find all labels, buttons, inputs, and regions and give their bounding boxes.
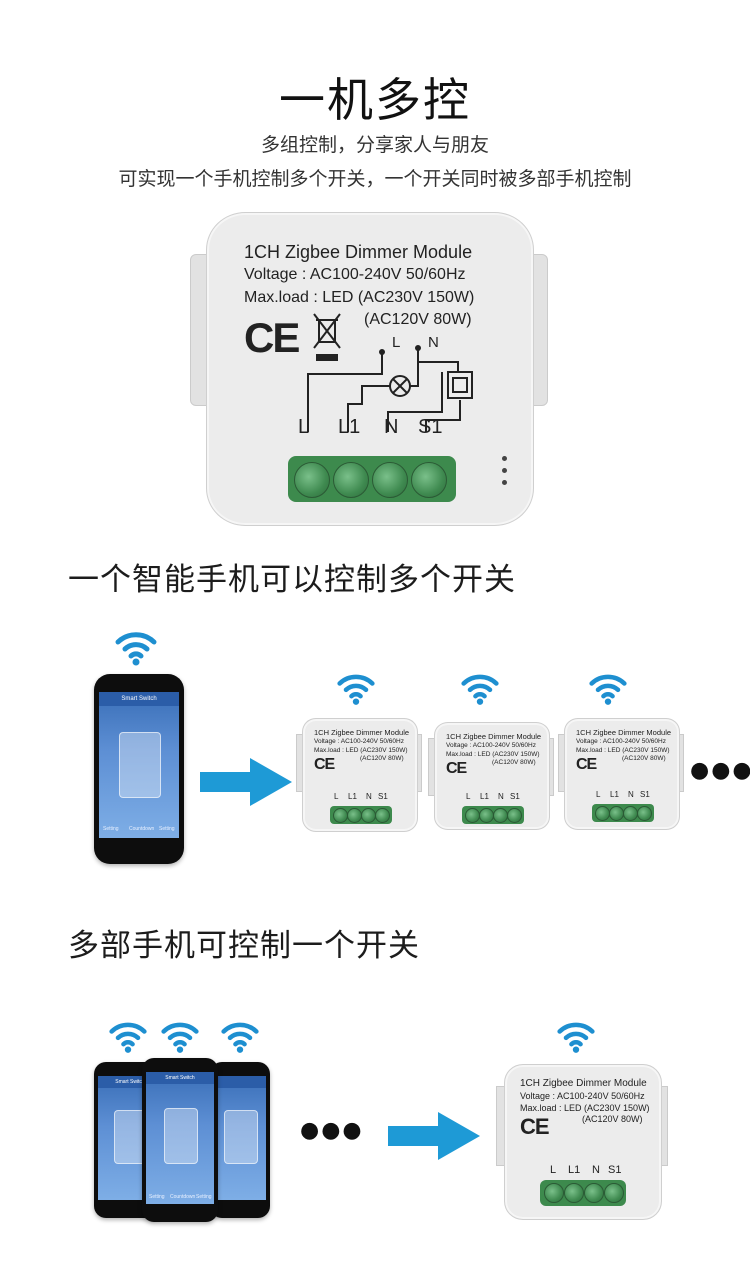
- ce-mark-icon: CE: [314, 756, 335, 773]
- screw: [333, 462, 369, 498]
- ce-mark-icon: CE: [244, 314, 300, 361]
- dimmer-module-large: 1CH Zigbee Dimmer Module Voltage : AC100…: [190, 212, 548, 526]
- terminal-label: L: [550, 1164, 557, 1176]
- terminal-label-n: N: [384, 416, 399, 438]
- terminal-label: L1: [348, 792, 357, 801]
- module-voltage: Voltage : AC100-240V 50/60Hz: [314, 738, 404, 745]
- module-maxload: Max.load : LED (AC230V 150W): [244, 289, 475, 306]
- app-title: Smart Switch: [99, 692, 179, 706]
- tab-label: Setting: [196, 1194, 212, 1200]
- module-maxload-2: (AC120V 80W): [360, 755, 404, 762]
- terminal-label: L1: [480, 792, 489, 801]
- page-title: 一机多控: [279, 73, 471, 127]
- smartphone: [210, 1062, 270, 1218]
- terminal-label: S1: [378, 792, 388, 801]
- top-label-l: L: [392, 334, 401, 351]
- wiring-diagram: [307, 345, 473, 432]
- terminal-label-l: L: [298, 416, 310, 438]
- module-maxload: Max.load : LED (AC230V 150W): [520, 1103, 650, 1113]
- module-name: 1CH Zigbee Dimmer Module: [244, 242, 473, 262]
- ce-mark-icon: CE: [576, 756, 597, 773]
- terminal-label-l1: L1: [338, 416, 361, 438]
- subtitle-2: 可实现一个手机控制多个开关，一个开关同时被多部手机控制: [118, 168, 632, 190]
- terminal-label: L: [596, 790, 601, 799]
- arrow-right-icon: [388, 1112, 480, 1160]
- screw: [372, 462, 408, 498]
- terminal-label: L1: [610, 790, 619, 799]
- tab-label: Setting: [149, 1194, 165, 1200]
- terminal-label: L1: [568, 1164, 581, 1176]
- screw: [411, 462, 447, 498]
- module-name: 1CH Zigbee Dimmer Module: [576, 728, 672, 737]
- module-maxload-2: (AC120V 80W): [622, 755, 666, 762]
- section-2-heading: 多部手机可控制一个开关: [68, 928, 420, 964]
- weee-bin-icon: [313, 313, 341, 361]
- module-name: 1CH Zigbee Dimmer Module: [314, 728, 410, 737]
- module-body: [206, 212, 534, 526]
- dimmer-module-medium: 1CH Zigbee Dimmer Module Voltage : AC100…: [496, 1064, 668, 1220]
- module-maxload-2: (AC120V 80W): [582, 1114, 643, 1124]
- terminal-label: L: [334, 792, 339, 801]
- wifi-icon: [557, 1022, 595, 1053]
- wifi-icon: [337, 674, 375, 705]
- tab-label: Countdown: [129, 826, 155, 832]
- module-voltage: Voltage : AC100-240V 50/60Hz: [520, 1091, 645, 1101]
- terminal-label: S1: [510, 792, 520, 801]
- module-voltage: Voltage : AC100-240V 50/60Hz: [244, 266, 466, 283]
- indicator-dot: [502, 480, 507, 485]
- terminal-label: N: [592, 1164, 600, 1176]
- module-voltage: Voltage : AC100-240V 50/60Hz: [576, 738, 666, 745]
- tab-label: Setting: [159, 826, 175, 832]
- tab-label: Countdown: [170, 1194, 196, 1200]
- module-maxload-2: (AC120V 80W): [364, 311, 472, 328]
- terminal-label: S1: [608, 1164, 622, 1176]
- top-label-n: N: [428, 334, 439, 351]
- wifi-icon: [115, 632, 157, 666]
- wifi-icon: [461, 674, 499, 705]
- ce-mark-icon: CE: [520, 1114, 550, 1139]
- tab-label: Setting: [103, 826, 119, 832]
- module-maxload: Max.load : LED (AC230V 150W): [576, 747, 670, 754]
- indicator-dot: [502, 456, 507, 461]
- arrow-right-icon: [200, 758, 292, 806]
- indicator-dot: [502, 468, 507, 473]
- module-name: 1CH Zigbee Dimmer Module: [520, 1078, 647, 1089]
- ce-mark-icon: CE: [446, 760, 467, 777]
- wifi-icon: [161, 1022, 199, 1053]
- module-maxload: Max.load : LED (AC230V 150W): [314, 747, 408, 754]
- dimmer-module-small: 1CH Zigbee Dimmer Module Voltage : AC100…: [296, 718, 422, 832]
- more-ellipsis: ●●●: [690, 758, 750, 783]
- terminal-label: S1: [640, 790, 650, 799]
- module-maxload: Max.load : LED (AC230V 150W): [446, 751, 540, 758]
- module-maxload-2: (AC120V 80W): [492, 759, 536, 766]
- more-ellipsis: ●●●: [300, 1118, 364, 1143]
- terminal-label: L: [466, 792, 471, 801]
- subtitle-1: 多组控制，分享家人与朋友: [260, 134, 489, 156]
- terminal-label: N: [498, 792, 504, 801]
- terminal-label: N: [366, 792, 372, 801]
- phone-screen: Smart Switch Setting Countdown Setting: [99, 692, 179, 838]
- terminal-label-s1: S1: [418, 416, 443, 438]
- wifi-icon: [109, 1022, 147, 1053]
- switch-card: [119, 732, 161, 798]
- smartphone: Smart Switch Setting Countdown Setting: [142, 1058, 218, 1222]
- smartphone: Smart Switch Setting Countdown Setting: [94, 674, 184, 864]
- module-voltage: Voltage : AC100-240V 50/60Hz: [446, 742, 536, 749]
- dimmer-module-small: 1CH Zigbee Dimmer Module Voltage : AC100…: [558, 718, 684, 830]
- module-name: 1CH Zigbee Dimmer Module: [446, 732, 542, 741]
- dimmer-module-small: 1CH Zigbee Dimmer Module Voltage : AC100…: [428, 722, 554, 830]
- screw: [294, 462, 330, 498]
- wifi-icon: [589, 674, 627, 705]
- app-title: Smart Switch: [146, 1072, 214, 1084]
- section-1-heading: 一个智能手机可以控制多个开关: [68, 562, 516, 598]
- wifi-icon: [221, 1022, 259, 1053]
- terminal-label: N: [628, 790, 634, 799]
